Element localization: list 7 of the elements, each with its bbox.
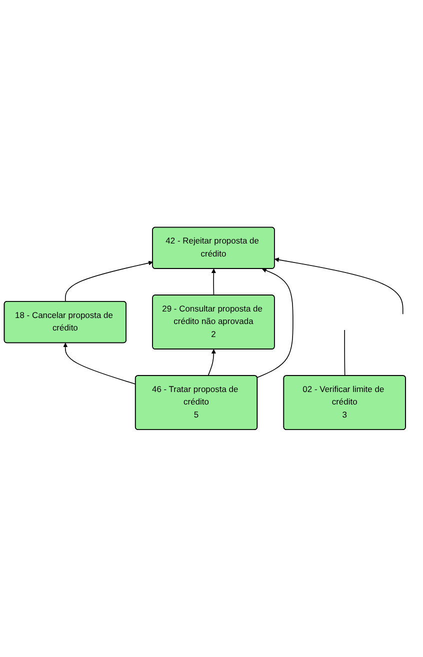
arrow	[274, 258, 404, 315]
arrow	[211, 268, 216, 296]
arrow	[64, 260, 154, 302]
arrow	[256, 268, 294, 378]
arrow	[63, 342, 136, 385]
connector	[344, 330, 346, 376]
arrow	[208, 349, 216, 376]
